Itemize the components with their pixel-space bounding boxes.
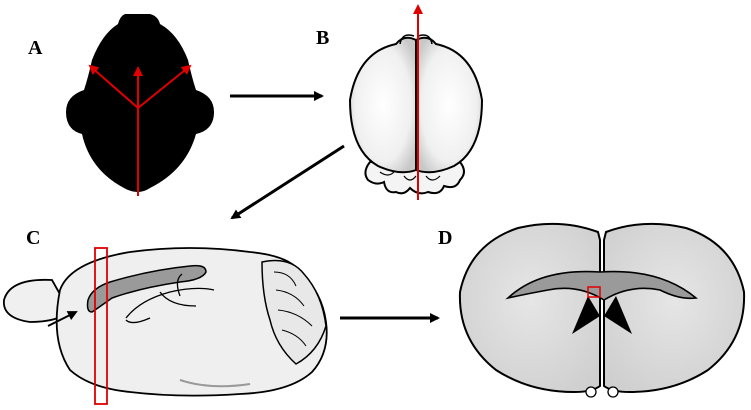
- panel-label-b: B: [316, 27, 330, 49]
- panel-d-region-marker: [587, 286, 601, 298]
- panel-c-pointer-arrow: [47, 311, 78, 327]
- panel-b-dorsal-brain: [348, 34, 484, 195]
- panel-c-sagittal-brain: [3, 247, 328, 397]
- panel-a-head-silhouette: [66, 14, 214, 192]
- panel-label-a: A: [28, 37, 43, 59]
- panel-c-slice-marker: [94, 247, 108, 405]
- panel-d-coronal-section: [458, 222, 746, 398]
- panel-label-d: D: [438, 227, 453, 249]
- arrow-b-to-c: [230, 144, 345, 220]
- panel-label-c: C: [26, 227, 41, 249]
- panel-a-cut-lines: [88, 64, 192, 196]
